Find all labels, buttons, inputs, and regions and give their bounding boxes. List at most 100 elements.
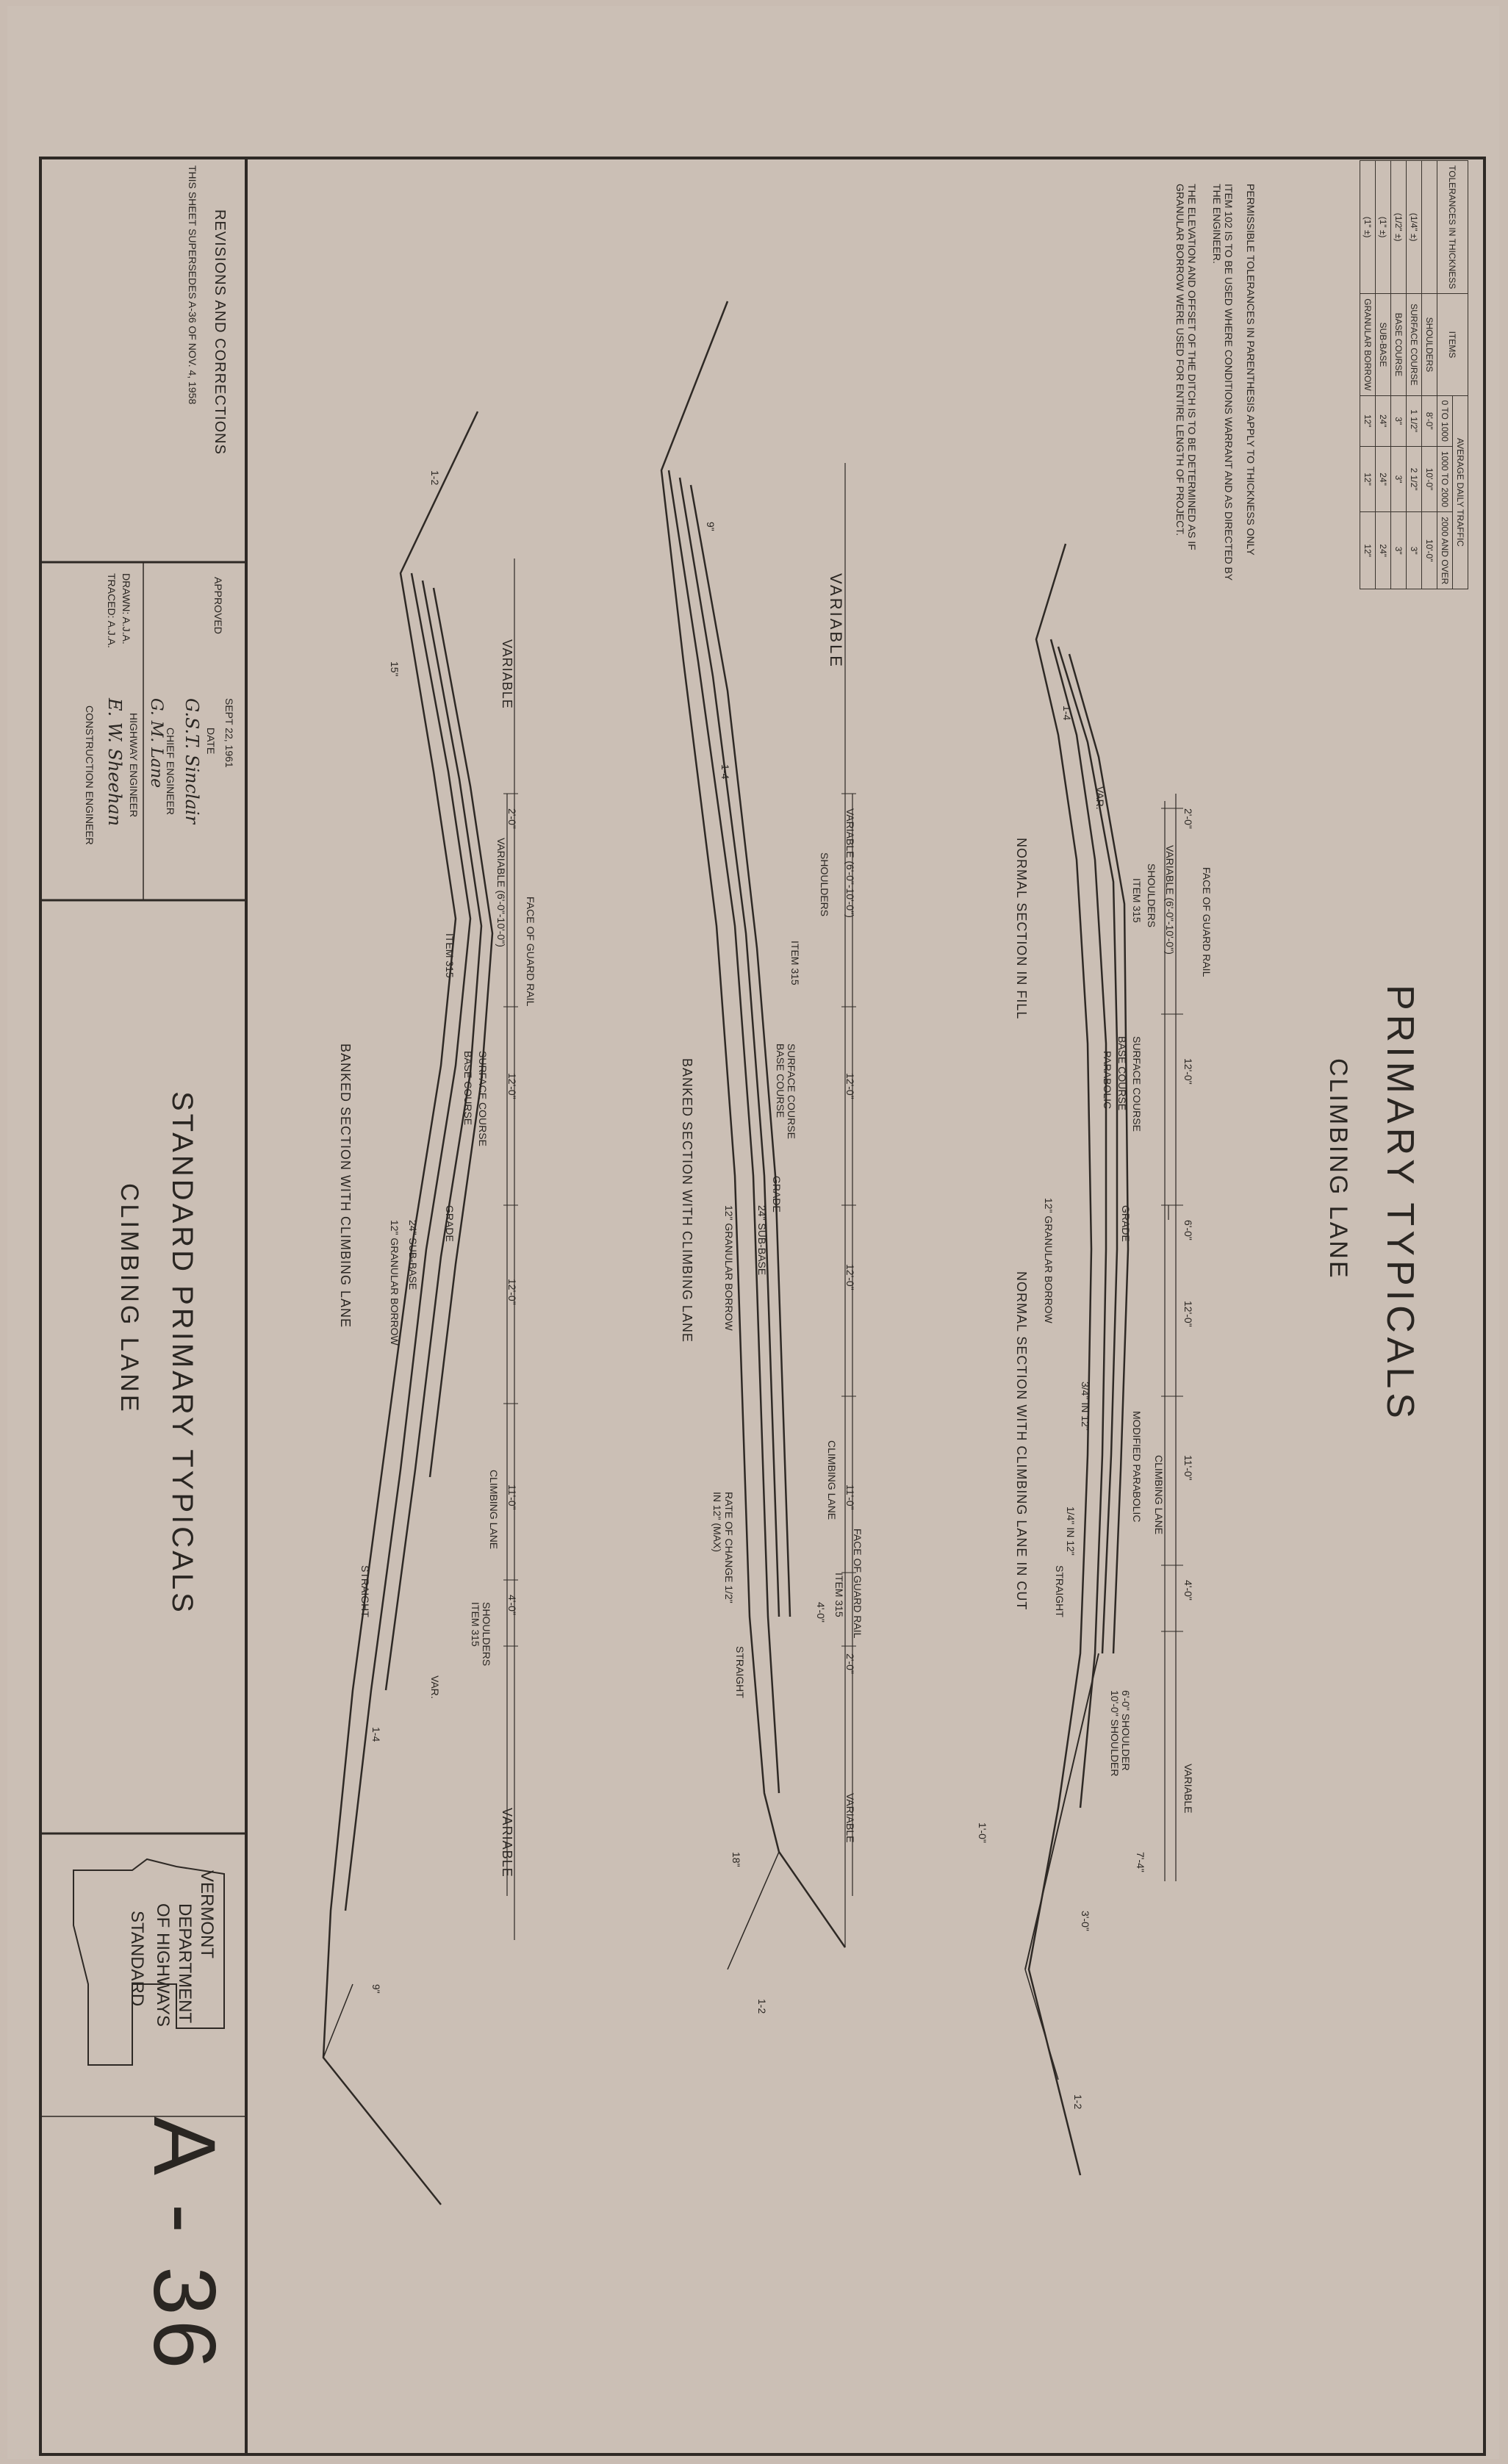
label-1ft: 1'-0" — [977, 1822, 988, 1843]
label-item-315: ITEM 315 — [1131, 878, 1143, 923]
signature-construction: E. W. Sheehan — [104, 698, 125, 827]
label-slope-1-2: 1-2 — [429, 470, 441, 486]
state-name: VERMONT — [197, 1870, 217, 1958]
note-tolerances: PERMISSIBLE TOLERANCES IN PARENTHESIS AP… — [1245, 184, 1257, 556]
dim-2ft: 2'-0" — [1182, 808, 1194, 829]
dim-variable-right: VARIABLE — [500, 1808, 514, 1878]
label-surface-course: SURFACE COURSE — [786, 1044, 797, 1139]
section-banked-lower — [322, 411, 515, 2205]
label-9in: 9" — [705, 522, 717, 531]
tol-header-left: TOLERANCES IN THICKNESS — [1437, 160, 1468, 294]
label-parabolic: PARABOLIC — [1102, 1051, 1113, 1110]
label-granular-borrow: 12" GRANULAR BORROW — [389, 1220, 401, 1346]
label-6ft-shoulder: 6'-0" SHOULDER — [1120, 1690, 1132, 1771]
label-item-315: ITEM 315 — [789, 941, 801, 985]
dim-4ft: 4'-0" — [506, 1595, 518, 1615]
highway-engineer-label: HIGHWAY ENGINEER — [128, 713, 140, 818]
label-straight: STRAIGHT — [734, 1646, 746, 1698]
chief-engineer-label: CHIEF ENGINEER — [165, 728, 176, 816]
label-climbing-lane: CLIMBING LANE — [826, 1440, 838, 1520]
dim-climbing-11ft: 11'-0" — [1182, 1455, 1194, 1481]
drawing-title: PRIMARY TYPICALS — [1379, 985, 1421, 1423]
adt-range: 1000 TO 2000 — [1437, 446, 1453, 512]
label-var: VAR. — [1094, 786, 1106, 810]
label-slope-1-4: 1-4 — [370, 1727, 382, 1742]
label-straight: STRAIGHT — [359, 1565, 371, 1617]
label-7ft-4in: 7'-4" — [1135, 1852, 1146, 1872]
department-label: DEPARTMENT — [175, 1903, 195, 2024]
label-climbing-lane: CLIMBING LANE — [488, 1470, 500, 1550]
dim-shoulder-variable: VARIABLE (6'-0"-10'-0") — [495, 838, 507, 947]
tol-header-adt: AVERAGE DAILY TRAFFIC — [1452, 395, 1468, 589]
caption-normal-fill: NORMAL SECTION IN FILL — [1014, 838, 1029, 1020]
signature-chief: G.S.T. Sinclair — [182, 698, 202, 825]
label-item-315: ITEM 315 — [444, 933, 456, 978]
date-value: SEPT 22, 1961 — [223, 698, 235, 768]
label-straight: STRAIGHT — [1054, 1565, 1066, 1617]
label-face-guard-rail: FACE OF GUARD RAIL — [525, 897, 536, 1007]
label-item-315-right: ITEM 315 — [470, 1602, 481, 1647]
label-face-guard-rail: FACE OF GUARD RAIL — [852, 1529, 863, 1639]
dim-variable-left: VARIABLE — [827, 573, 845, 669]
label-modified-parabolic: MODIFIED PARABOLIC — [1131, 1411, 1143, 1523]
note-ditch: THE ELEVATION AND OFFSET OF THE DITCH IS… — [1174, 184, 1198, 550]
tol-header-items: ITEMS — [1437, 293, 1468, 396]
label-slope-1-4: 1-4 — [1061, 705, 1073, 721]
supersedes-note: THIS SHEET SUPERSEDES A-36 OF NOV. 4, 19… — [187, 165, 198, 405]
dim-lane-12ft: 12'-0" — [1182, 1058, 1194, 1085]
tolerances-table: TOLERANCES IN THICKNESS ITEMS AVERAGE DA… — [1360, 160, 1468, 589]
dim-lane-12ft-b: 12'-0" — [506, 1279, 518, 1305]
adt-range: 2000 AND OVER — [1437, 511, 1453, 589]
signature-highway: G. M. Lane — [147, 698, 165, 789]
dim-variable-right: VARIABLE — [844, 1793, 856, 1843]
label-grade: GRADE — [1120, 1205, 1132, 1242]
label-shoulders: SHOULDERS — [819, 852, 830, 917]
dim-variable: VARIABLE — [1182, 1764, 1194, 1814]
dim-lane-12ft: 12'-0" — [506, 1073, 518, 1099]
label-climbing-lane: CLIMBING LANE — [1153, 1455, 1165, 1535]
traced-by: TRACED: A.J.A. — [106, 573, 118, 648]
section-banked-middle — [660, 301, 853, 1970]
label-grade: GRADE — [444, 1205, 456, 1242]
adt-range: 0 TO 1000 — [1437, 395, 1453, 447]
dimension-ticks — [503, 793, 1183, 1647]
date-label: DATE — [205, 728, 217, 755]
dim-lane-12ft-b: 12'-0" — [844, 1264, 856, 1290]
dim-lane-12ft: 12'-0" — [844, 1073, 856, 1099]
caption-normal-cut: NORMAL SECTION WITH CLIMBING LANE IN CUT — [1014, 1271, 1029, 1611]
label-slope-1-4: 1-4 — [719, 764, 731, 780]
dim-shoulder-variable: VARIABLE (6'-0"-10'-0") — [844, 808, 856, 918]
drawing-subtitle: CLIMBING LANE — [1324, 1058, 1352, 1280]
label-shoulders: SHOULDERS — [481, 1602, 492, 1667]
dim-climbing-11ft: 11'-0" — [844, 1484, 856, 1510]
note-item-102: ITEM 102 IS TO BE USED WHERE CONDITIONS … — [1211, 184, 1235, 581]
label-base-course: BASE COURSE — [1116, 1036, 1128, 1111]
label-item-315-right: ITEM 315 — [833, 1573, 845, 1617]
vermont-outline-icon — [73, 1858, 225, 2066]
sheet-title: STANDARD PRIMARY TYPICALS — [166, 1091, 198, 1615]
standard-label: STANDARD — [127, 1911, 147, 2007]
label-face-guard-rail: FACE OF GUARD RAIL — [1201, 867, 1213, 977]
revisions-heading: REVISIONS AND CORRECTIONS — [212, 209, 228, 455]
label-sub-base: 24" SUB-BASE — [407, 1220, 419, 1290]
label-slope-1-2: 1-2 — [756, 1999, 768, 2014]
label-18in: 18" — [730, 1852, 742, 1867]
label-base-course: BASE COURSE — [775, 1044, 786, 1118]
label-shoulders: SHOULDERS — [1146, 863, 1157, 928]
label-10ft-shoulder: 10'-0" SHOULDER — [1109, 1690, 1121, 1777]
sheet-subtitle: CLIMBING LANE — [115, 1183, 143, 1415]
label-sub-base: 24" SUB-BASE — [756, 1205, 768, 1276]
sheet-number: A - 36 — [135, 2116, 234, 2374]
label-granular-borrow: 12" GRANULAR BORROW — [723, 1205, 735, 1331]
caption-banked-lower: BANKED SECTION WITH CLIMBING LANE — [338, 1044, 353, 1329]
label-9in: 9" — [370, 1984, 382, 1994]
section-normal-fill-cut — [1024, 543, 1177, 2176]
label-base-course: BASE COURSE — [462, 1051, 474, 1126]
drawn-by: DRAWN: A.J.A. — [121, 573, 132, 644]
of-highways-label: OF HIGHWAYS — [153, 1903, 173, 2027]
shoulders-label: SHOULDERS — [1421, 293, 1437, 396]
dim-lane-12ft-b: 12'-0" — [1182, 1301, 1194, 1327]
